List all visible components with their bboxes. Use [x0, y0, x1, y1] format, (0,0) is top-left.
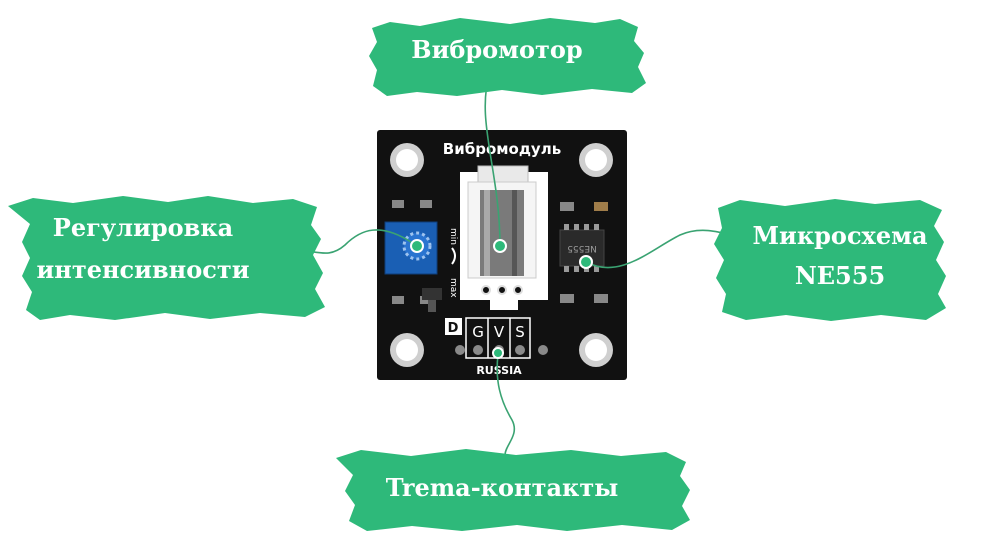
board-title: Вибромодуль — [443, 140, 561, 158]
callout-intensity: Регулировка интенсивности — [8, 196, 325, 320]
anchor-dot-motor — [493, 239, 507, 253]
callout-motor: Вибромотор — [369, 18, 646, 96]
callout-chip-text-2: NE555 — [795, 261, 885, 290]
mounting-hole-br — [579, 333, 613, 367]
anchor-dot-chip — [579, 255, 593, 269]
smd-components — [392, 200, 608, 312]
chip-marking: NE555 — [567, 243, 597, 253]
callout-contacts: Trema-контакты — [336, 449, 690, 531]
board-footer: RUSSIA — [476, 364, 522, 377]
callout-chip: Микросхема NE555 — [714, 199, 946, 321]
callout-intensity-text-1: Регулировка — [53, 213, 233, 242]
anchor-dots — [410, 239, 593, 359]
trimmer-min-label: min — [448, 228, 458, 245]
pin-marker-d: D — [448, 321, 459, 336]
callout-chip-text-1: Микросхема — [752, 221, 927, 250]
vibro-module-board: Вибромодуль min max — [377, 130, 627, 380]
pin-label-v: V — [494, 323, 505, 341]
callout-intensity-text-2: интенсивности — [36, 255, 249, 284]
trimmer-arrow-icon — [451, 247, 456, 265]
leader-line-contacts — [496, 354, 516, 456]
leader-line-intensity — [299, 229, 418, 254]
trimmer-max-label: max — [448, 278, 458, 298]
callout-contacts-text: Trema-контакты — [386, 473, 619, 502]
mounting-hole-tr — [579, 143, 613, 177]
vibration-motor — [460, 165, 548, 310]
pin-label-g: G — [472, 323, 484, 341]
pin-label-s: S — [515, 323, 525, 341]
mounting-hole-tl — [390, 143, 424, 177]
anchor-dot-contacts — [492, 347, 504, 359]
leader-line-chip — [585, 229, 736, 269]
mounting-hole-bl — [390, 333, 424, 367]
ne555-chip — [559, 224, 605, 272]
anchor-dot-intensity — [410, 239, 424, 253]
callout-motor-text: Вибромотор — [411, 35, 582, 64]
